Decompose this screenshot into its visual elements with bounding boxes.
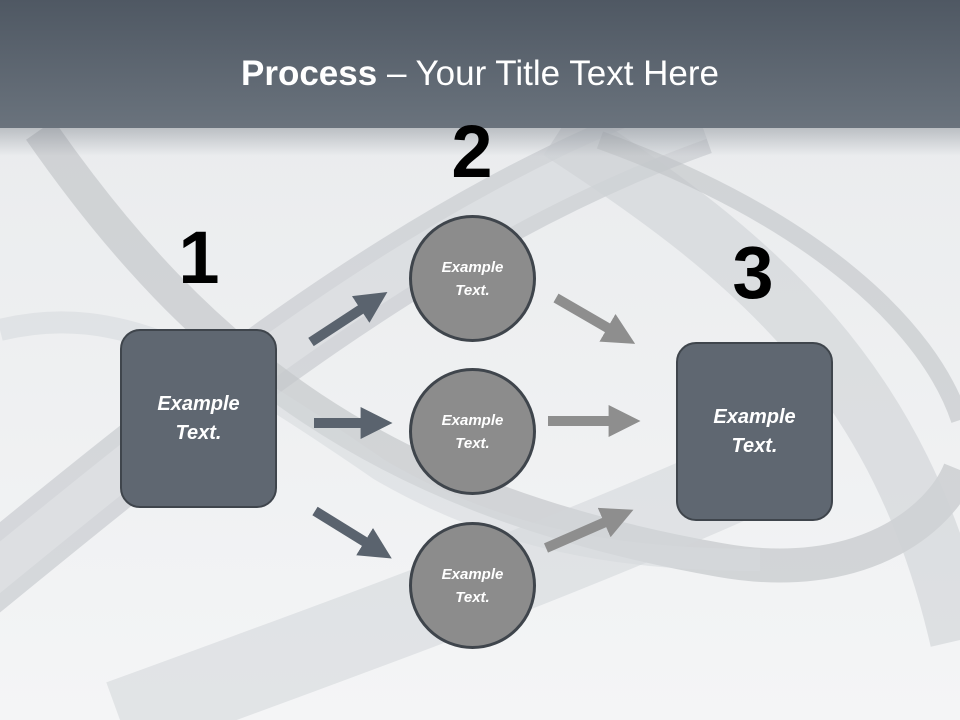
arrow-start-to-bottom [312, 506, 392, 559]
title-bar-shadow [0, 128, 960, 156]
step-number-1: 1 [178, 216, 220, 299]
title-rest-part: – Your Title Text Here [377, 54, 719, 93]
title-bold-part: Process [241, 54, 378, 93]
arrow-start-to-top [308, 291, 388, 347]
arrow-bottom-to-end [543, 507, 634, 553]
middle-circle-bottom: Example Text. [409, 522, 536, 649]
middle-circle-top: Example Text. [409, 215, 536, 342]
arrow-top-to-end [553, 293, 636, 344]
slide-title: Process – Your Title Text Here [0, 52, 960, 96]
middle-circle-middle: Example Text. [409, 368, 536, 495]
title-bar [0, 0, 960, 128]
end-box: Example Text. [676, 342, 833, 521]
start-box: Example Text. [120, 329, 277, 508]
step-number-3: 3 [732, 231, 774, 314]
step-number-2: 2 [451, 110, 493, 193]
